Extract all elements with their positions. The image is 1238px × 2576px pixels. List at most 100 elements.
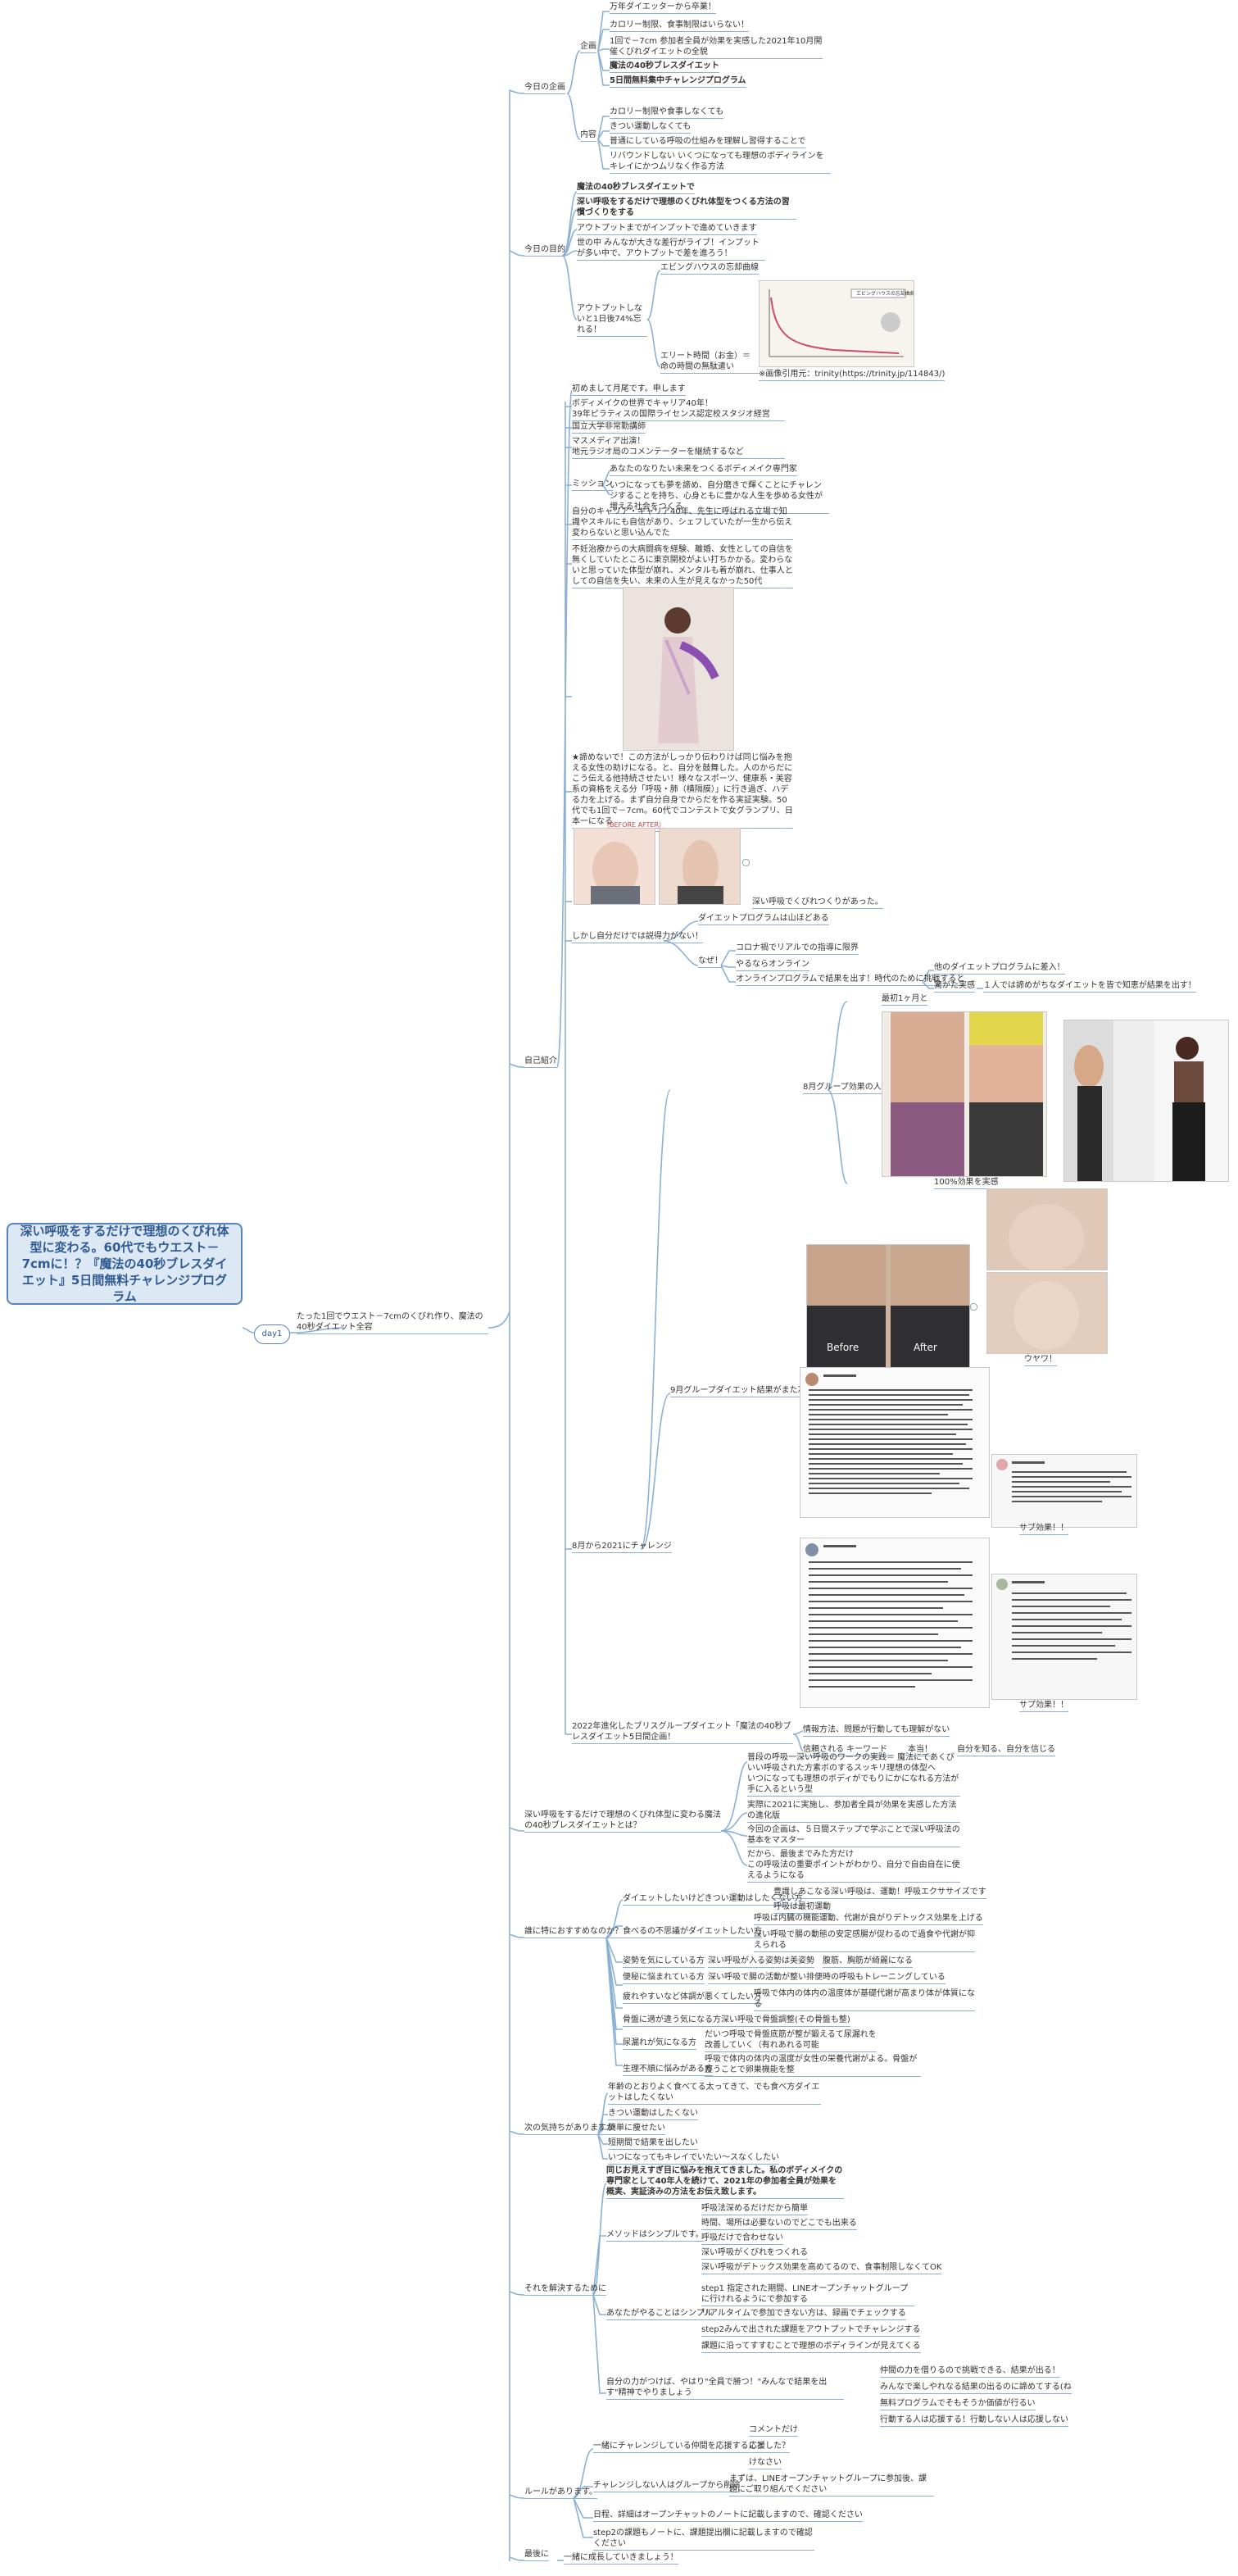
- jibun-item[interactable]: みんなで楽しやれなる結果の出るのに諦めてする(ね: [880, 2383, 1072, 2394]
- uyaw-label[interactable]: ウヤワ！: [1024, 1355, 1057, 1366]
- plan-item[interactable]: カロリー制限、食事制限はいらない！: [610, 20, 749, 32]
- plan-item[interactable]: 1回で－7cm 参加者全員が効果を実感した2021年10月開催くびれダイエットの…: [610, 37, 823, 59]
- section-feelings[interactable]: 次の気持ちがありますか: [524, 2124, 614, 2135]
- section-self-intro[interactable]: 自己紹介: [524, 1056, 557, 1068]
- branch-node[interactable]: たった1回でウエスト－7cmのくびれ作り、魔法の40秒ダイエット全容: [297, 1311, 488, 1334]
- rule-item[interactable]: step2の課題もノートに、課題提出欄に記載しますので確認ください: [593, 2528, 814, 2551]
- group-aug[interactable]: 8月グループ効果の人: [803, 1083, 882, 1094]
- solve-simple[interactable]: メソッドはシンプルです。: [606, 2230, 704, 2242]
- collapse-dot[interactable]: [742, 859, 750, 866]
- rule-item[interactable]: チャレンジしない人はグループから削除: [593, 2481, 741, 2492]
- collapse-dot[interactable]: [970, 1303, 977, 1311]
- section-what-is[interactable]: 深い呼吸をするだけで理想のくびれ体型に変わる魔法の40秒ブレスダイエットとは？: [524, 1810, 721, 1833]
- mission-item[interactable]: あなたのなりたい未来をつくるボディメイク専門家: [610, 465, 797, 476]
- intro-only-self[interactable]: しかし自分だけでは説得力がない！: [572, 932, 703, 943]
- whatis-item[interactable]: 実際に2021に実施し、参加者全員が効果を実感した方法の進化版: [747, 1800, 960, 1823]
- plan-item[interactable]: リバウンドしない いくつになっても理想のボディラインをキレイにかつムリなく作る方…: [610, 151, 831, 174]
- plan-item[interactable]: 普通にしている呼吸の仕組みを理解し習得することで: [610, 137, 806, 148]
- solve-jibun[interactable]: 自分の力がつけば、やはり"全員で勝つ！"みんなで結果を出す"精神でやりましょう: [606, 2377, 844, 2400]
- plan-item[interactable]: 魔法の40秒ブレスダイエット: [610, 61, 719, 73]
- rec-item[interactable]: 疲れやすいなど体調が悪くてしたい方: [623, 1992, 762, 2004]
- breath-note[interactable]: 深い呼吸でくびれつくりがあった。: [752, 897, 883, 909]
- rec-sub[interactable]: 豊識しあこなる深い呼吸は、運動！呼吸エクササイズです: [773, 1888, 986, 1899]
- rec-item[interactable]: 生理不順に悩みがある方: [623, 2065, 713, 2076]
- reason-item[interactable]: やるならオンライン: [736, 960, 809, 971]
- rec-sub[interactable]: 深い呼吸が入る姿勢は美姿勢: [708, 1956, 814, 1968]
- keyword-item[interactable]: 自分を知る、自分を信じる: [957, 1745, 1055, 1756]
- method-item[interactable]: 深い呼吸がくびれをつくれる: [701, 2248, 808, 2260]
- rec-sub[interactable]: 深い呼吸で骨盤調整(その骨盤も整): [721, 2015, 850, 2027]
- sub-effect-3[interactable]: サプ効果！！: [1019, 1701, 1068, 1712]
- plan-item[interactable]: きつい運動しなくても: [610, 122, 692, 134]
- intro-item[interactable]: ★諦めないで！この方法がしっかり伝わりけば同じ悩みを抱える女性の助けになる。と、…: [572, 753, 793, 829]
- rec-item[interactable]: 姿勢を気にしている方: [623, 1956, 705, 1968]
- goal-item[interactable]: 深い呼吸をするだけで理想のくびれ体型をつくる方法の習慣づくりをする: [577, 197, 796, 220]
- method-item[interactable]: 呼吸だけで合わせない: [701, 2233, 783, 2245]
- reason-sub[interactable]: 他のダイエットプログラムに差入！: [934, 963, 1065, 975]
- method-item[interactable]: 呼吸法深めるだけだから簡単: [701, 2204, 808, 2215]
- jibun-item[interactable]: 仲間の力を借りるので挑戦できる、結果が出る！: [880, 2366, 1060, 2378]
- reason-item[interactable]: コロナ禍でリアルでの指導に限界: [736, 943, 859, 955]
- rule-sub[interactable]: けなさい: [749, 2458, 782, 2469]
- keyword-item[interactable]: 本当！: [908, 1745, 932, 1756]
- method-item[interactable]: 深い呼吸がデトックス効果を高めてるので、食事制限しなくてOK: [701, 2263, 942, 2274]
- feel-item[interactable]: 簡単に痩せたい: [608, 2124, 665, 2135]
- intro-item[interactable]: 国立大学非常勤講師: [572, 422, 646, 434]
- top-label[interactable]: 最初1ヶ月と: [882, 994, 928, 1006]
- rec-item[interactable]: 骨盤に適が違う気になる方: [623, 2015, 721, 2027]
- goal-item[interactable]: アウトプットまでがインプットで進めていきます: [577, 224, 757, 235]
- rule-sub[interactable]: 応援した？: [749, 2442, 790, 2453]
- group-sep[interactable]: 9月グループダイエット結果がまた次か: [670, 1386, 814, 1397]
- section-rules[interactable]: ルールがあります。: [524, 2487, 597, 2499]
- intro-item[interactable]: 不妊治療からの大病闘病を経験、離婚、女性としての自信を無くしていたところに東京開…: [572, 545, 793, 588]
- step-item[interactable]: step1 指定された期間、LINEオープンチャットグループに行けれるようにで参…: [701, 2283, 914, 2306]
- intro-item[interactable]: 初めまして月尾です。申します: [572, 384, 686, 396]
- step-item[interactable]: リアルタイムで参加できない方は、録画でチェックする: [701, 2309, 906, 2320]
- plan-item[interactable]: カロリー制限や食事しなくても: [610, 107, 724, 119]
- rule-item[interactable]: 日程、詳細はオープンチャットのノートに記載しますので、確認ください: [593, 2510, 863, 2522]
- goal-item[interactable]: アウトプットしないと1日後74%忘れる！: [577, 303, 647, 337]
- sub-effect-2[interactable]: サブ効果！！: [1019, 1524, 1068, 1535]
- intro-item[interactable]: 2022年進化したブリスグループダイエット「魔法の40秒ブレスダイエット5日間企…: [572, 1721, 793, 1744]
- reason-item[interactable]: オンラインプログラムで結果を出す！時代のために挑戦すると: [736, 975, 965, 986]
- program-node[interactable]: ダイエットプログラムは山ほどある: [698, 914, 829, 925]
- rec-sub[interactable]: 深い呼吸で腸の活動が整い排便時の呼吸もトレーニングしている: [708, 1973, 946, 1984]
- reason-sub[interactable]: 驚がた実感: [934, 981, 975, 993]
- feel-item[interactable]: 短期間で結果を出したい: [608, 2138, 698, 2150]
- whatis-item[interactable]: 今回の企画は、５日間ステップで学ぶことで深い呼吸法の基本をマスター: [747, 1825, 960, 1847]
- goal-ebbinghaus[interactable]: エビングハウスの忘却曲線: [660, 263, 759, 275]
- rec-item[interactable]: 食べるの不思議がダイエットしたい方: [623, 1927, 762, 1938]
- goal-item[interactable]: 魔法の40秒ブレスダイエットで: [577, 183, 695, 194]
- rec-item[interactable]: 便秘に悩まれている方: [623, 1973, 705, 1984]
- rec-sub[interactable]: 呼吸で体内の体内の温度が女性の栄養代謝がよる。骨盤が整うことで卵巣機能を整: [705, 2054, 921, 2077]
- section-last[interactable]: 最後に: [524, 2550, 549, 2561]
- last-item[interactable]: 一緒に成長していきましょう！: [564, 2553, 678, 2565]
- step-item[interactable]: 課題に沿ってすすむことで理想のボディラインが見えてくる: [701, 2342, 921, 2353]
- rule-sub[interactable]: まずは、LINEオープンチャットグループに参加後、課題にご取り組んでください: [729, 2474, 934, 2496]
- plan-naiyou[interactable]: 内容: [580, 130, 596, 142]
- jibun-item[interactable]: 無料プログラムでそもそうか価値が行るい: [880, 2399, 1036, 2410]
- section-today-plan[interactable]: 今日の企画: [524, 83, 565, 94]
- rec-item[interactable]: 尿漏れが気になる方: [623, 2038, 696, 2050]
- pct-label[interactable]: 100%効果を実感: [934, 1178, 999, 1189]
- solve-yaru[interactable]: あなたがやることはシンプル: [606, 2309, 713, 2320]
- rec-sub[interactable]: 呼吸は内臓の機能運動、代謝が良がりデトックス効果を上げる: [754, 1914, 983, 1925]
- section-recommend[interactable]: 誰に特におすすめなのか？: [524, 1927, 623, 1938]
- feel-item[interactable]: きつい運動はしたくない: [608, 2109, 698, 2120]
- feel-item[interactable]: 年齢のとおりよく食べてる太ってきて、でも食べ方ダイエットはしたくない: [608, 2083, 821, 2105]
- section-today-goal[interactable]: 今日の目的: [524, 245, 565, 257]
- whatis-item[interactable]: 普段の呼吸一深い呼吸のワークの実践＝ 魔法にてあくびいい呼吸された方素ボのするス…: [747, 1753, 960, 1797]
- plan-item[interactable]: 万年ダイエッターから卒業！: [610, 2, 716, 14]
- day1-node[interactable]: day1: [254, 1324, 290, 1344]
- feel-item[interactable]: いつになってもキレイでいたい〜スなくしたい: [608, 2153, 779, 2165]
- rule-sub[interactable]: コメントだけ: [749, 2425, 798, 2437]
- goal-memory[interactable]: エリート時間（お金）＝ 命の時間の無駄遣い: [660, 351, 759, 374]
- image-source[interactable]: ※画像引用元：trinity(https://trinity.jp/114843…: [759, 370, 946, 381]
- rec-item[interactable]: ダイエットしたいけどきつい運動はしたくない方: [623, 1894, 803, 1906]
- intro-item[interactable]: マスメディア出演！ 地元ラジオ局のコメンテーターを継続するなど: [572, 436, 785, 459]
- reason-sub[interactable]: １人では諦めがちなダイエットを皆で知恵が結果を出す！: [983, 981, 1196, 993]
- rec-sub[interactable]: 呼吸で体内の体内の温度体が基礎代謝が高まり体が体質になる: [754, 1989, 975, 2011]
- whatis-item[interactable]: だから、最後までみた方だけ この呼吸法の重要ポイントがわかり、自分で自由自在に使…: [747, 1850, 960, 1883]
- plan-kikaku[interactable]: 企画: [580, 42, 596, 53]
- root-topic[interactable]: 深い呼吸をするだけで理想のくびれ体型に変わる。60代でもウエスト－7cmに！？『…: [7, 1223, 243, 1305]
